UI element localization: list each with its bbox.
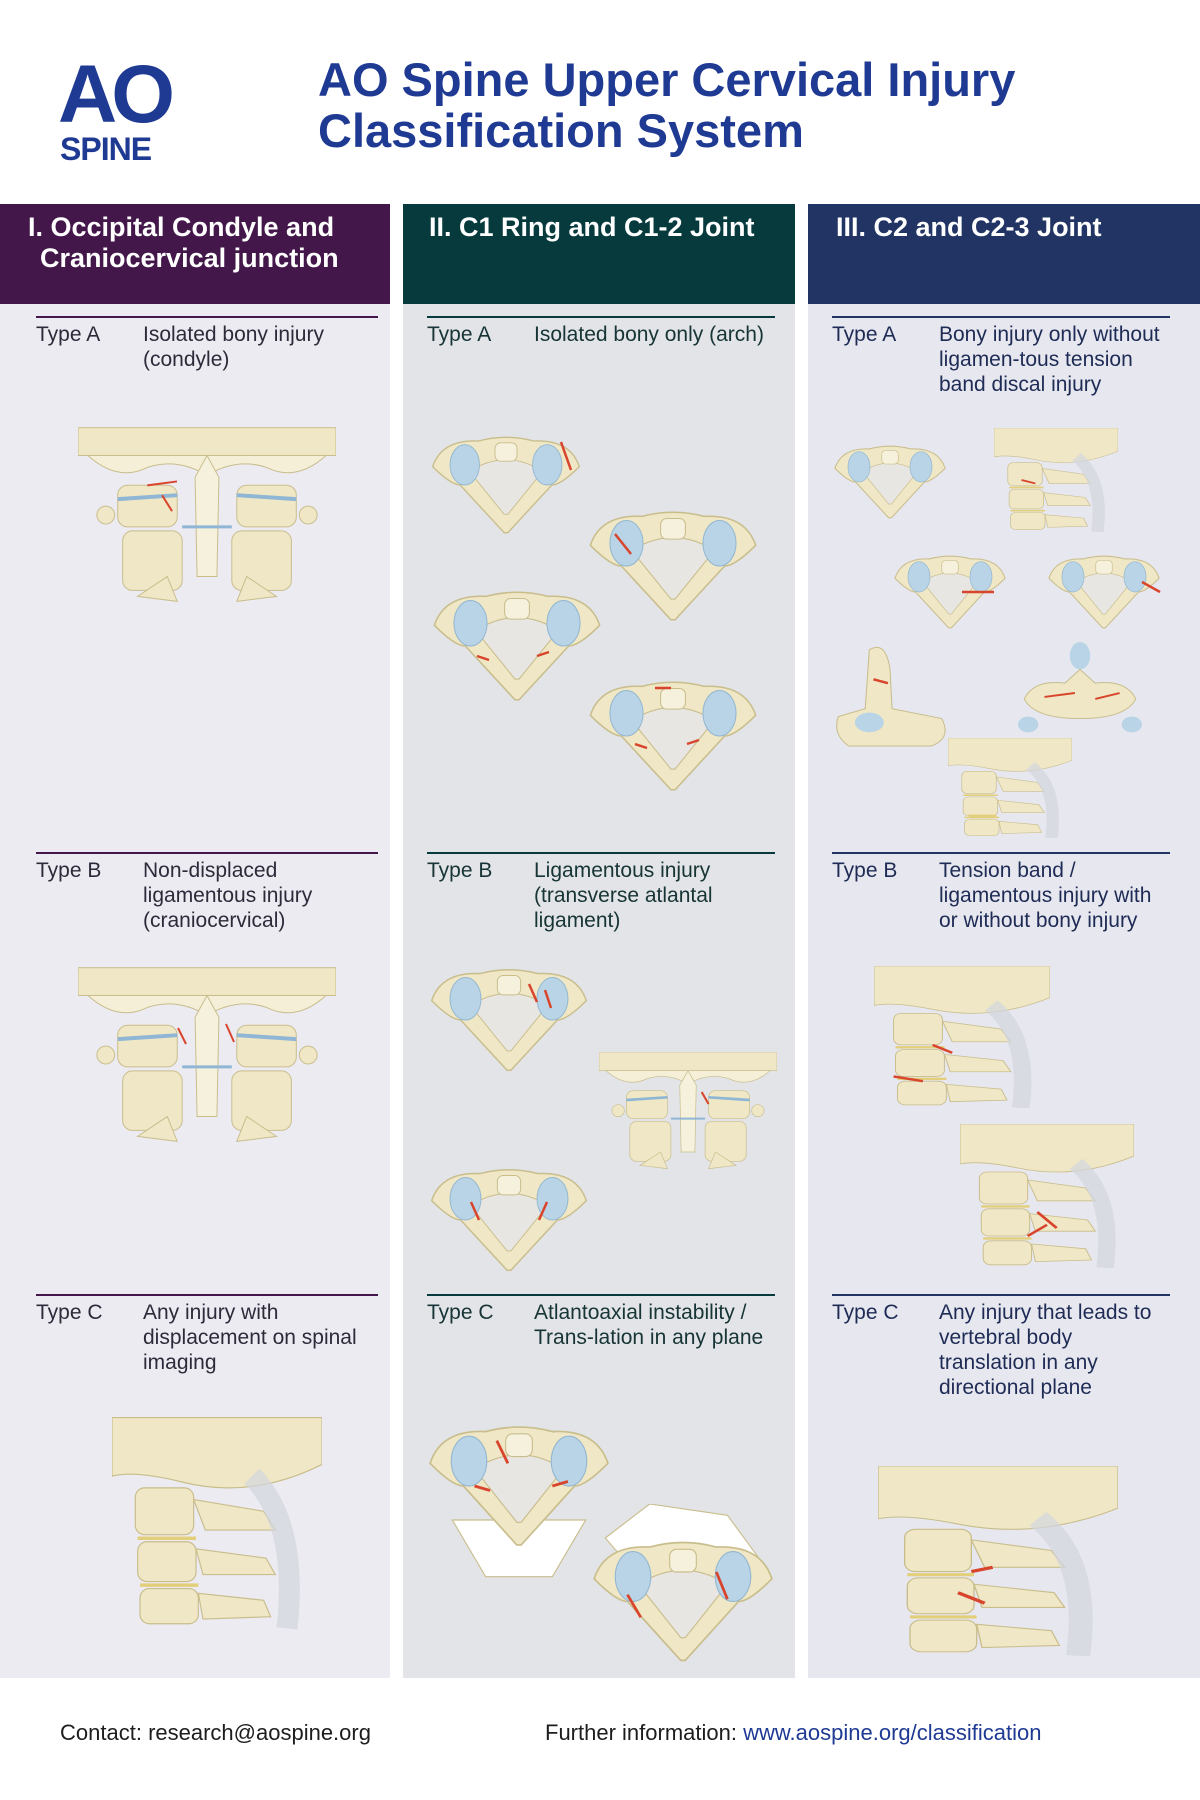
logo-spine-text: SPINE	[60, 131, 152, 167]
transverse-ligament-coronal-illustration	[599, 1052, 777, 1172]
type-label: Type B	[36, 859, 102, 882]
transverse-ligament-illustration-2	[419, 1162, 599, 1278]
transverse-ligament-illustration-1	[419, 962, 599, 1078]
type-label: Type C	[427, 1301, 494, 1324]
type-b-section: Type B Non-displaced ligamentous injury …	[36, 852, 378, 933]
type-b-section: Type B Ligamentous injury (transverse at…	[427, 852, 775, 933]
further-information-label: Further information:	[545, 1720, 737, 1745]
atlantoaxial-instability-illustration-1	[419, 1418, 619, 1588]
classification-link[interactable]: www.aospine.org/classification	[743, 1720, 1042, 1745]
displacement-lateral-illustration	[112, 1400, 322, 1646]
contact-label: Contact:	[60, 1720, 142, 1745]
type-label: Type C	[36, 1301, 103, 1324]
c2-bony-lateral-illustration	[994, 428, 1118, 532]
ao-spine-logo: AO SPINE	[58, 49, 176, 167]
column-heading: I. Occipital Condyle and Craniocervical …	[0, 204, 390, 304]
vertebral-translation-illustration	[878, 1466, 1118, 1656]
c1-arch-illustration-1	[411, 430, 601, 540]
c1-arch-illustration-3	[419, 584, 615, 708]
type-a-section: Type A Isolated bony injury (condyle)	[36, 316, 378, 372]
contact-line: Contact: research@aospine.org	[60, 1720, 371, 1746]
column-heading: III. C2 and C2-3 Joint	[808, 204, 1200, 304]
tension-band-illustration-1	[874, 966, 1050, 1108]
type-c-section: Type C Any injury that leads to vertebra…	[832, 1294, 1170, 1400]
logo-ao-text: AO	[58, 49, 175, 140]
craniocervical-ligament-illustration	[78, 966, 336, 1148]
type-description: Non-displaced ligamentous injury (cranio…	[143, 859, 313, 932]
type-a-section: Type A Bony injury only without ligamen-…	[832, 316, 1170, 397]
type-label: Type A	[832, 323, 897, 346]
column-c1-ring: II. C1 Ring and C1-2 Joint Type A Isolat…	[403, 204, 795, 1678]
column-occipital-condyle: I. Occipital Condyle and Craniocervical …	[0, 204, 390, 1678]
type-label: Type C	[832, 1301, 899, 1324]
column-c2-joint: III. C2 and C2-3 Joint Type A Bony injur…	[808, 204, 1200, 1678]
type-description: Bony injury only without ligamen-tous te…	[939, 323, 1160, 396]
type-description: Any injury with displacement on spinal i…	[143, 1301, 357, 1374]
type-c-section: Type C Any injury with displacement on s…	[36, 1294, 378, 1375]
type-a-section: Type A Isolated bony only (arch)	[427, 316, 775, 347]
type-description: Atlantoaxial instability / Trans-lation …	[534, 1301, 764, 1349]
type-description: Ligamentous injury (transverse atlantal …	[534, 859, 713, 932]
type-description: Isolated bony only (arch)	[534, 323, 764, 346]
c2-bony-illustration-1	[828, 432, 952, 532]
tension-band-illustration-2	[960, 1124, 1134, 1268]
type-label: Type B	[427, 859, 493, 882]
c2-posterior-illustration	[1014, 640, 1146, 748]
condyle-fracture-illustration	[78, 426, 336, 608]
atlantoaxial-instability-illustration-2	[583, 1504, 783, 1674]
type-description: Any injury that leads to vertebral body …	[939, 1301, 1152, 1399]
type-description: Tension band / ligamentous injury with o…	[939, 859, 1152, 932]
type-label: Type A	[427, 323, 492, 346]
c1-arch-illustration-2	[575, 504, 771, 628]
type-label: Type B	[832, 859, 898, 882]
column-heading: II. C1 Ring and C1-2 Joint	[403, 204, 795, 304]
type-c-section: Type C Atlantoaxial instability / Trans-…	[427, 1294, 775, 1350]
c2-lateral-lower-illustration	[948, 738, 1072, 838]
type-b-section: Type B Tension band / ligamentous injury…	[832, 852, 1170, 933]
c2-bony-illustration-2	[888, 542, 1012, 642]
contact-email[interactable]: research@aospine.org	[148, 1720, 371, 1745]
c1-arch-illustration-4	[575, 674, 771, 798]
type-label: Type A	[36, 323, 101, 346]
c2-bony-illustration-3	[1042, 542, 1166, 642]
c2-odontoid-illustration	[828, 640, 952, 748]
further-information-line: Further information: www.aospine.org/cla…	[545, 1720, 1041, 1746]
page-title: AO Spine Upper Cervical Injury Classific…	[318, 53, 1016, 157]
type-description: Isolated bony injury (condyle)	[143, 323, 324, 371]
